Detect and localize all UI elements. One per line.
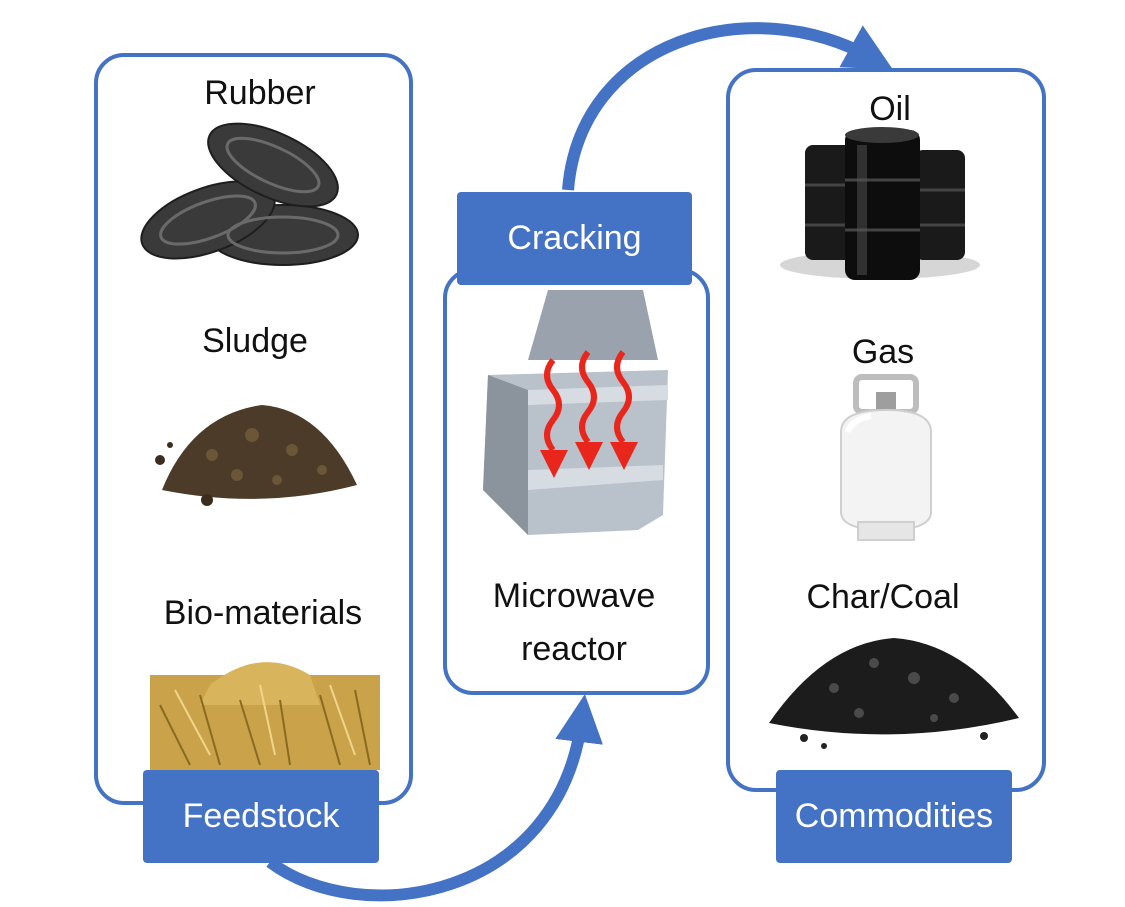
oil-barrels-icon xyxy=(780,127,980,280)
bio-materials-label: Bio-materials xyxy=(163,594,363,632)
oil-label: Oil xyxy=(869,90,911,128)
tires-icon xyxy=(140,122,359,266)
reactor-label-line1: Microwave xyxy=(492,577,656,615)
soil-pile-icon xyxy=(155,405,357,506)
straw-bale-icon xyxy=(150,662,380,770)
cracking-tag: Cracking xyxy=(457,192,692,285)
feedstock-tag: Feedstock xyxy=(143,770,379,863)
gas-cylinder-icon xyxy=(840,374,932,541)
coal-pile-icon xyxy=(769,638,1019,749)
arrow-feedstock-to-reactor xyxy=(266,694,603,902)
arrow-reactor-to-commodities xyxy=(562,22,893,191)
sludge-label: Sludge xyxy=(202,322,308,360)
rubber-label: Rubber xyxy=(204,74,316,112)
char-coal-label: Char/Coal xyxy=(806,578,960,616)
reactor-label: Microwave reactor xyxy=(449,570,699,676)
reactor-label-line2: reactor xyxy=(521,630,627,668)
commodities-tag: Commodities xyxy=(776,770,1012,863)
gas-label: Gas xyxy=(851,333,915,371)
microwave-reactor-icon xyxy=(483,290,668,535)
